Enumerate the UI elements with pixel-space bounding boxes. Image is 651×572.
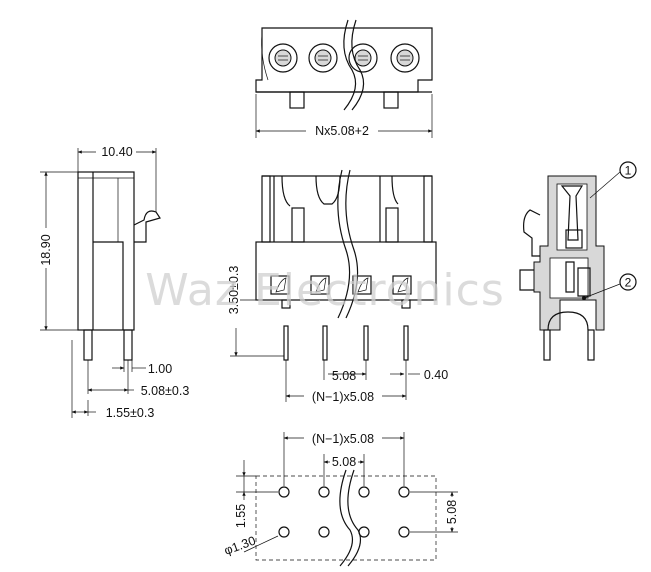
- top-width-label: Nx5.08+2: [315, 124, 369, 138]
- pcb-hole-label: φ1.30: [222, 534, 257, 558]
- callout-1: 1: [625, 164, 632, 178]
- screw-terminals: [268, 43, 420, 73]
- top-view: Nx5.08+2: [255, 19, 433, 138]
- pin-offset-label: 5.08±0.3: [141, 384, 190, 398]
- terminal-windows: [270, 275, 412, 295]
- watermark-text: Waz Electronics: [145, 265, 505, 316]
- side-height-label: 18.90: [39, 234, 53, 265]
- pcb-span-label: (N−1)x5.08: [312, 432, 374, 446]
- callout-2: 2: [625, 276, 632, 290]
- base-offset-label: 1.55±0.3: [106, 406, 155, 420]
- section-view: 1 2: [519, 161, 637, 361]
- pin-width-label: 1.00: [148, 362, 172, 376]
- pcb-row-offset-label: 1.55: [234, 504, 248, 528]
- front-view: 3.50±0.3 5.08 0.40 (N−1)x5.08: [226, 169, 448, 404]
- pcb-row-pitch-label: 5.08: [445, 500, 459, 524]
- front-pitch-label: 5.08: [332, 369, 356, 383]
- pin-length-label: 3.50±0.3: [227, 266, 241, 315]
- front-pin-width-label: 0.40: [424, 368, 448, 382]
- side-view: 10.40 18.90 1.00 5.08±0.3 1.55±0.3: [38, 144, 189, 420]
- pcb-holes: [278, 486, 410, 538]
- pcb-layout: (N−1)x5.08 5.08 5.08 1.55 φ1.30: [222, 431, 460, 567]
- pcb-pitch-label: 5.08: [332, 455, 356, 469]
- pins: [283, 325, 409, 361]
- front-span-label: (N−1)x5.08: [312, 390, 374, 404]
- side-width-label: 10.40: [101, 145, 132, 159]
